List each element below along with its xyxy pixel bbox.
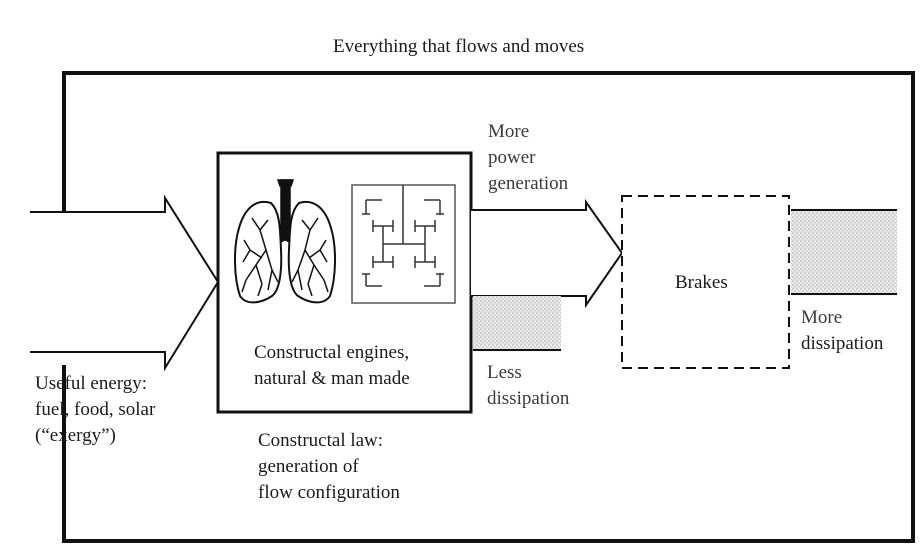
- brakes-label: Brakes: [675, 272, 728, 293]
- constructal-law-line: flow configuration: [258, 482, 400, 503]
- more-dissipation-line: More: [801, 307, 843, 328]
- engine-label-line: Constructal engines,: [254, 342, 410, 363]
- useful-energy-label: Useful energy: fuel, food, solar (“exerg…: [35, 371, 155, 449]
- input-energy-arrow: [30, 194, 220, 372]
- power-generation-label: More power generation: [488, 119, 568, 197]
- useful-energy-line: fuel, food, solar: [35, 399, 156, 420]
- power-arrow: [471, 198, 624, 309]
- constructal-law-label: Constructal law: generation of flow conf…: [258, 428, 400, 506]
- more-dissipation-line: dissipation: [801, 333, 884, 354]
- constructal-law-line: generation of: [258, 456, 359, 477]
- less-dissipation-line: dissipation: [487, 388, 570, 409]
- power-generation-line: generation: [488, 173, 569, 194]
- lungs-icon: [233, 179, 337, 304]
- useful-energy-line: (“exergy”): [35, 425, 116, 446]
- h-tree-icon: [351, 184, 456, 304]
- less-dissipation-label: Less dissipation: [487, 360, 569, 412]
- engine-label: Constructal engines, natural & man made: [254, 340, 410, 392]
- constructal-law-line: Constructal law:: [258, 430, 384, 451]
- engine-label-line: natural & man made: [254, 368, 410, 389]
- more-dissipation-band: [791, 210, 897, 294]
- diagram-title: Everything that flows and moves: [333, 36, 585, 57]
- less-dissipation-band: [473, 296, 561, 350]
- system-boundary: [62, 71, 915, 543]
- brakes-box: [621, 195, 790, 369]
- power-generation-line: More: [488, 121, 530, 142]
- useful-energy-line: Useful energy:: [35, 373, 148, 394]
- more-dissipation-label: More dissipation: [801, 305, 883, 357]
- less-dissipation-line: Less: [487, 362, 522, 383]
- power-generation-line: power: [488, 147, 536, 168]
